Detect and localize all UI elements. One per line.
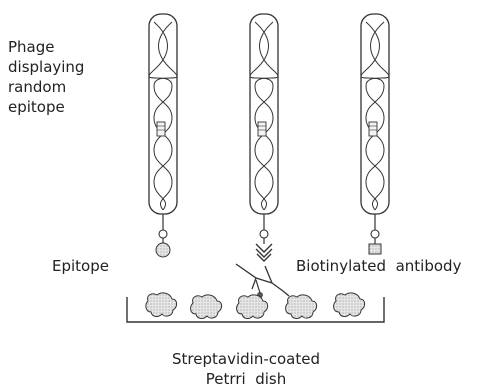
- epitope-round: [156, 243, 170, 257]
- phage-label-line-4: epitope: [8, 97, 84, 117]
- streptavidin-4: [286, 295, 317, 319]
- streptavidin-2: [191, 295, 222, 319]
- phage-right: [361, 14, 389, 254]
- epitope-square: [369, 244, 381, 254]
- biotinylated-antibody: [236, 264, 289, 298]
- phage-left: [149, 14, 177, 257]
- dish-label: Streptavidin-coated Petrri dish: [0, 349, 492, 389]
- antibody-label: Biotinylated antibody: [296, 256, 461, 276]
- phage-label-line-1: Phage: [8, 37, 84, 57]
- phage-label: Phage displaying random epitope: [8, 37, 84, 117]
- phage-label-line-2: displaying: [8, 57, 84, 77]
- streptavidin-molecules: [146, 293, 365, 319]
- streptavidin-1: [146, 293, 177, 317]
- phage-middle: [250, 14, 278, 261]
- phage-label-line-3: random: [8, 77, 84, 97]
- epitope-label: Epitope: [52, 256, 109, 276]
- dish-label-line-1: Streptavidin-coated: [0, 349, 492, 369]
- streptavidin-3: [237, 295, 268, 319]
- dish-label-line-2: Petrri dish: [0, 369, 492, 389]
- epitope-chevron: [256, 244, 272, 261]
- streptavidin-5: [334, 293, 365, 317]
